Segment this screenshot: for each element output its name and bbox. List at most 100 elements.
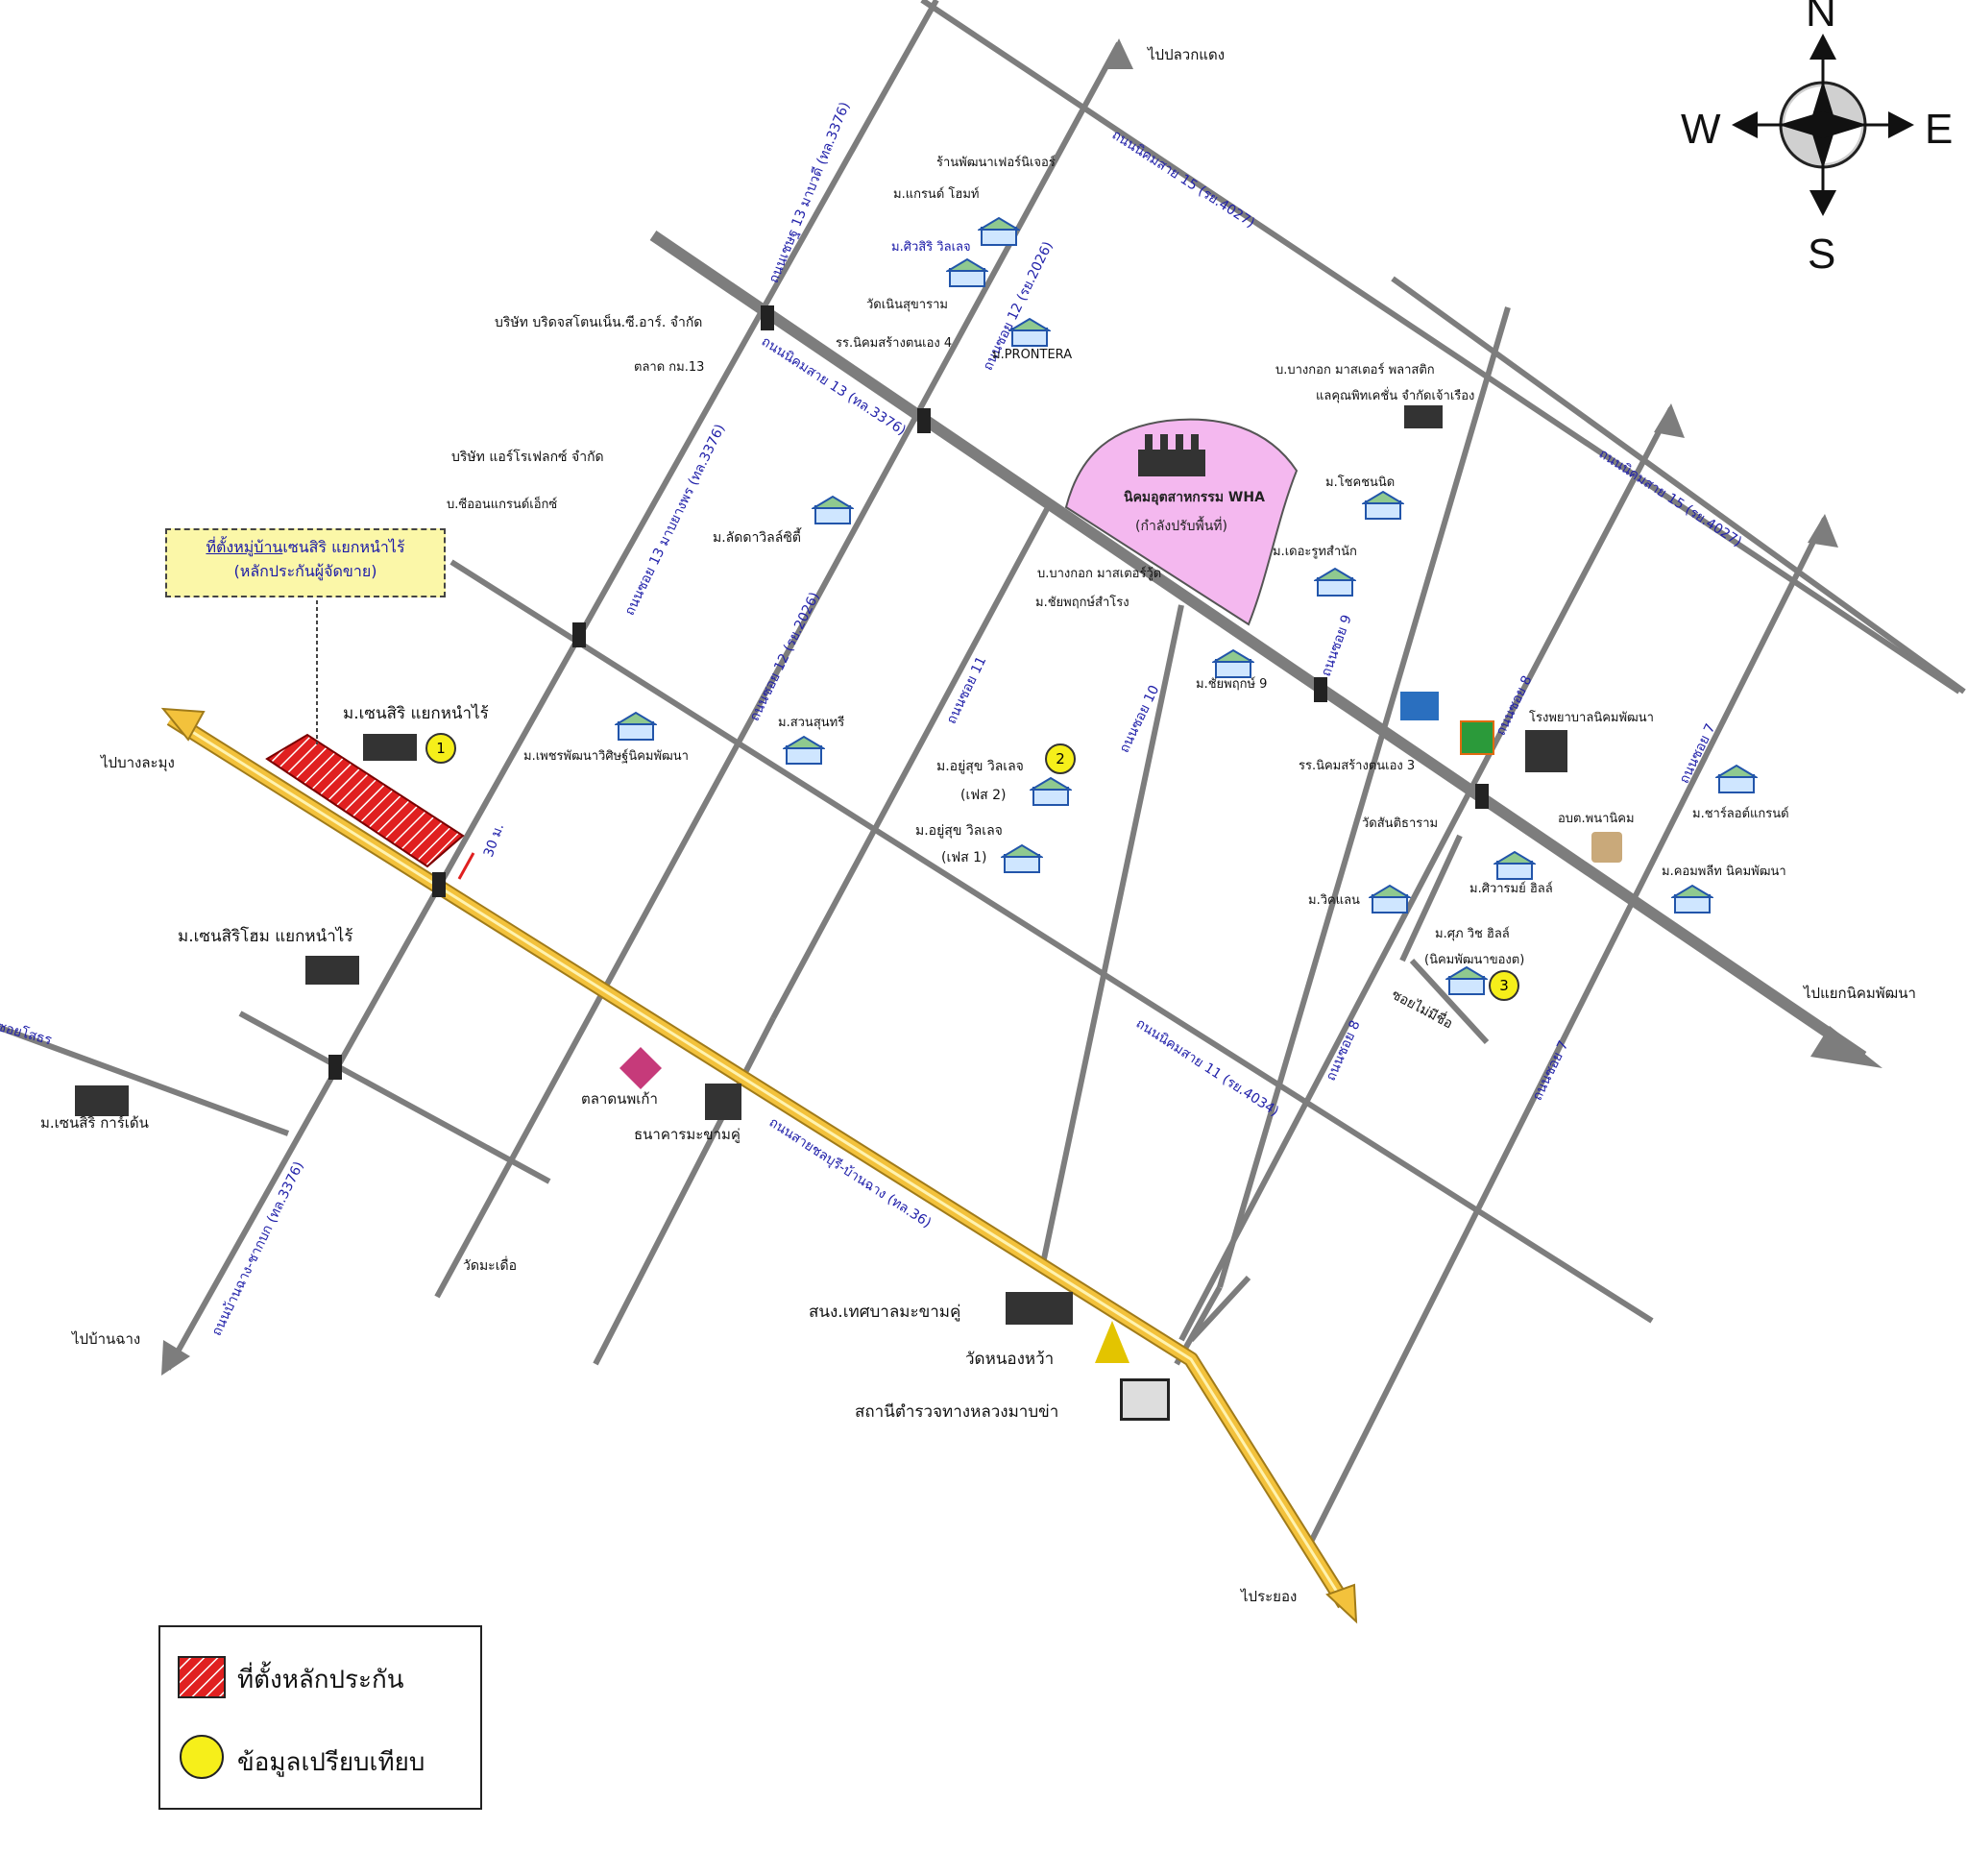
- hospital-icon: [1525, 730, 1567, 772]
- house-icon: [1493, 850, 1536, 880]
- road-soi9: [1217, 306, 1511, 1288]
- compass-south: S: [1808, 231, 1836, 278]
- legend-collateral-swatch: [178, 1656, 226, 1698]
- place-p1: ร้านพัฒนาเฟอร์นิเจอร์: [936, 156, 1056, 170]
- road-nikhom15-east: [1391, 276, 1966, 694]
- arrow-to-rayong: [1325, 1583, 1358, 1624]
- road-nikhom11: [449, 559, 1654, 1324]
- label-to-ban-chang: ไปบ้านฉาง: [72, 1330, 141, 1348]
- place-p24: (เฟส 2): [960, 788, 1007, 803]
- label-to-rayong: ไประยอง: [1241, 1588, 1298, 1605]
- note-line1-b: เซนสิริ แยกหนำไร้: [282, 538, 405, 556]
- highway-36: [166, 712, 1351, 1609]
- house-icon: [1030, 776, 1072, 806]
- office-icon: [1404, 405, 1443, 428]
- place-p18: ม.โชคชนนิด: [1325, 475, 1396, 490]
- place-p19: ม.เดอะรูทสำนัก: [1273, 545, 1357, 559]
- house-icon: [1362, 490, 1404, 520]
- arrow-soi8: [1654, 403, 1685, 438]
- traffic-light-icon: [917, 408, 931, 433]
- label-to-nikhom-phatthana: ไปแยกนิคมพัฒนา: [1804, 985, 1916, 1002]
- note-line2: (หลักประกันผู้จัดขาย): [233, 562, 377, 580]
- traffic-light-icon: [761, 305, 774, 330]
- place-p5: รร.นิคมสร้างตนเอง 4: [836, 336, 953, 351]
- place-p23: ม.อยู่สุข วิลเลจ: [936, 759, 1024, 774]
- house-icon: [1671, 884, 1713, 914]
- house-icon: [1314, 567, 1356, 597]
- seven-eleven-icon: [1460, 720, 1494, 755]
- place-p3: ม.ศิวสิริ วิลเลจ: [891, 240, 971, 255]
- road-unnamed-soi: [1409, 958, 1490, 1045]
- place-p4: วัดเนินสุขาราม: [866, 298, 948, 312]
- road-soi8-short: [1399, 834, 1463, 962]
- arrow-to-bang-lamung: [160, 707, 206, 742]
- place-p44: สนง.เทศบาลมะขามคู่: [809, 1303, 961, 1322]
- place-p10: บ.ซีออนแกรนด์เอ็กซ์: [447, 498, 558, 512]
- road-3376-main: [165, 0, 939, 1371]
- place-p41: ตลาดนพเก้า: [581, 1090, 658, 1108]
- bank-icon: [705, 1084, 741, 1120]
- comparable-marker-2: 2: [1045, 743, 1076, 774]
- place-p42: ธนาคารมะขามคู่: [634, 1126, 741, 1143]
- place-p29: วัดสันติธาราม: [1362, 816, 1439, 831]
- place-p40: ม.เซนสิริ การ์เด้น: [40, 1114, 149, 1132]
- arrow-to-pluak-daeng: [1105, 38, 1133, 69]
- place-p30: โรงพยาบาลนิคมพัฒนา: [1529, 711, 1654, 725]
- collateral-site: [265, 733, 465, 868]
- legend-comparable-label: ข้อมูลเปรียบเทียบ: [237, 1748, 425, 1777]
- traffic-light-icon: [1314, 677, 1327, 702]
- place-p33: ม.ศิวารมย์ ฮิลล์: [1469, 882, 1553, 896]
- compass-north: N: [1806, 0, 1836, 36]
- road-soi11: [770, 507, 1050, 1020]
- house-icon: [1001, 843, 1043, 873]
- store-icon: [1400, 692, 1439, 720]
- place-p21: ม.เพชรพัฒนาวิศิษฐ์นิคมพัฒนา: [523, 749, 689, 764]
- place-p11: ม.ลัดดาวิลล์ซิตี้: [713, 530, 801, 546]
- note-line1-a: ที่ตั้งหมู่บ้าน: [206, 538, 283, 556]
- traffic-light-icon: [328, 1055, 342, 1080]
- place-p20: ม.เซนสิริ แยกหนำไร้: [343, 704, 489, 723]
- house-icon: [615, 711, 657, 741]
- place-p8: ตลาด กม.13: [634, 360, 705, 375]
- label-to-pluak-daeng: ไปปลวกแดง: [1148, 46, 1226, 63]
- place-p31: อบต.พนานิคม: [1558, 812, 1635, 826]
- traffic-light-icon: [1475, 784, 1489, 809]
- comparable-marker-1: 1: [425, 733, 456, 764]
- road-soi-c: [1188, 1275, 1251, 1343]
- road-soi10: [1039, 604, 1184, 1269]
- building-icon: [363, 734, 417, 761]
- house-icon: [1369, 884, 1411, 914]
- place-p9: บริษัท แอร์โรเฟลกซ์ จำกัด: [451, 450, 604, 465]
- place-p45: วัดหนองหว้า: [965, 1350, 1055, 1369]
- place-p26: (เฟส 1): [941, 850, 987, 865]
- house-icon: [1715, 764, 1758, 793]
- road-nikhom15-top: [920, 0, 1961, 694]
- road-soi12: [434, 41, 1122, 1299]
- factory-icon: [1138, 450, 1205, 476]
- road-nikhom13: [649, 231, 1867, 1061]
- arrow-to-ban-chang: [161, 1340, 190, 1376]
- place-p14: นิคมอุตสาหกรรม WHA: [1124, 490, 1265, 505]
- sao-icon: [1591, 832, 1622, 863]
- place-p39: ม.เซนสิริโฮม แยกหนำไร้: [178, 927, 353, 946]
- place-p6: ม.PRONTERA: [992, 348, 1073, 362]
- place-p12: ม.ชัยพฤกษ์สำโรง: [1035, 596, 1129, 610]
- place-p16: บ.บางกอก มาสเตอร์ พลาสติก: [1275, 363, 1435, 378]
- traffic-light-icon: [432, 872, 446, 897]
- place-p13: บ.บางกอก มาสเตอร์วู้ด: [1037, 567, 1162, 581]
- place-p25: ม.อยู่สุข วิลเลจ: [915, 823, 1003, 839]
- place-p34: ม.คอมพลีท นิคมพัฒนา: [1662, 865, 1786, 879]
- road-soi-sai: [0, 1025, 290, 1136]
- width-marker: [457, 852, 475, 880]
- house-icon: [1445, 965, 1488, 995]
- place-p32: ม.ชาร์ลอต์แกรนด์: [1692, 807, 1789, 821]
- police-icon: [1120, 1378, 1170, 1421]
- place-p27: ม.ชัยพฤกษ์ 9: [1196, 677, 1268, 692]
- compass-rose: [1732, 34, 1914, 216]
- house-icon: [783, 735, 825, 765]
- place-p15: (กำลังปรับพื้นที่): [1135, 519, 1227, 534]
- wha-area: [1064, 418, 1299, 626]
- arrow-soi7: [1808, 514, 1838, 548]
